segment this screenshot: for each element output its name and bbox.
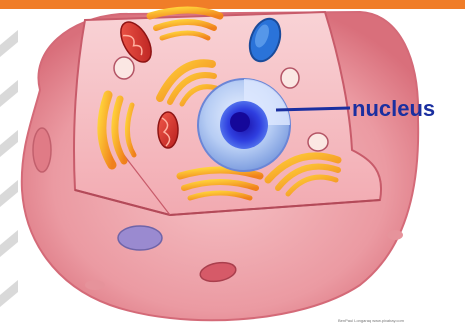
lysosome-lower-right (308, 133, 328, 151)
outer-organelle-purple (118, 226, 162, 250)
outer-bump-bottom (85, 280, 105, 290)
lysosome-small (114, 57, 134, 79)
image-credit: BenPaul Longaraq www.pixabay.com (338, 318, 404, 324)
outer-bump-left (33, 128, 51, 172)
nucleus (198, 79, 290, 171)
nucleus-label: nucleus (352, 96, 435, 122)
outer-bump-right (387, 230, 403, 240)
nucleus-pointer-line (276, 108, 350, 110)
lysosome-right (281, 68, 299, 88)
